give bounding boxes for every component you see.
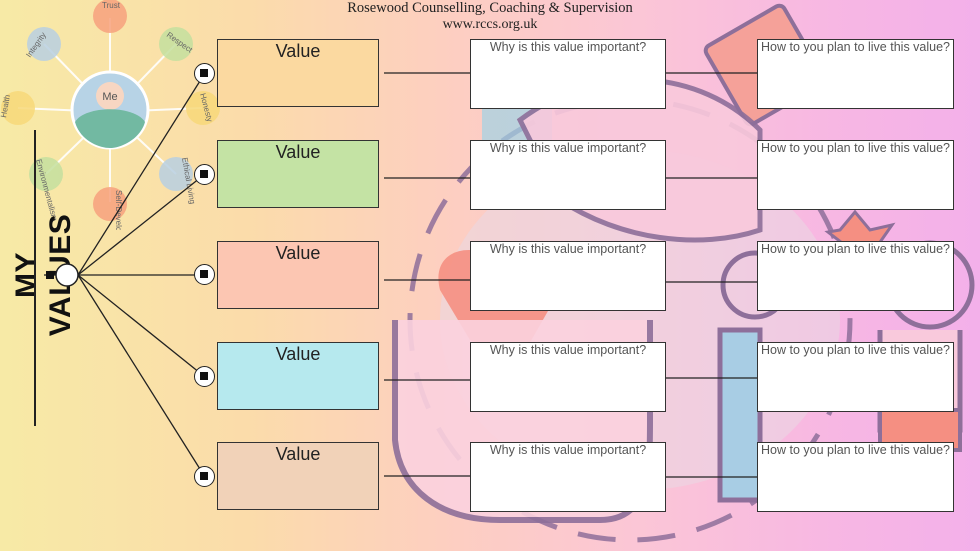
wheel-label-trust: Trust — [102, 1, 121, 10]
branch-node-2 — [194, 164, 215, 185]
value-box-5[interactable]: Value — [217, 442, 379, 510]
plan-to-live-box-3[interactable]: How to you plan to live this value? — [757, 241, 954, 311]
branch-node-3 — [194, 264, 215, 285]
value-label: Value — [275, 444, 321, 464]
me-body-icon — [75, 109, 145, 148]
branch-node-1 — [194, 63, 215, 84]
honesty-bubble-icon — [186, 91, 220, 125]
value-label: Value — [275, 41, 321, 61]
value-label: Value — [275, 344, 321, 364]
plan-to-live-box-1[interactable]: How to you plan to live this value? — [757, 39, 954, 109]
ethical-living-bubble-icon — [159, 157, 193, 191]
branch-node-4 — [194, 366, 215, 387]
wheel-label-health: Health — [0, 94, 12, 118]
plan-to-live-box-2[interactable]: How to you plan to live this value? — [757, 140, 954, 210]
environmentalism-bubble-icon — [29, 157, 63, 191]
organisation-url: www.rccs.org.uk — [442, 17, 538, 32]
organisation-name: Rosewood Counselling, Coaching & Supervi… — [347, 0, 633, 16]
title-underline — [34, 130, 36, 426]
integrity-bubble-icon — [27, 27, 61, 61]
values-wheel: Trust Respect Honesty Ethical Living Sel… — [0, 0, 220, 230]
plan-to-live-box-4[interactable]: How to you plan to live this value? — [757, 342, 954, 412]
branch-node-5 — [194, 466, 215, 487]
why-important-box-5[interactable]: Why is this value important? — [470, 442, 666, 512]
me-head-icon — [96, 82, 124, 110]
trust-bubble-icon — [93, 0, 127, 33]
why-important-box-3[interactable]: Why is this value important? — [470, 241, 666, 311]
why-important-box-1[interactable]: Why is this value important? — [470, 39, 666, 109]
value-box-4[interactable]: Value — [217, 342, 379, 410]
value-label: Value — [275, 243, 321, 263]
why-important-box-4[interactable]: Why is this value important? — [470, 342, 666, 412]
self-development-bubble-icon — [93, 187, 127, 221]
value-box-2[interactable]: Value — [217, 140, 379, 208]
why-important-box-2[interactable]: Why is this value important? — [470, 140, 666, 210]
health-bubble-icon — [1, 91, 35, 125]
value-label: Value — [275, 142, 321, 162]
plan-to-live-box-5[interactable]: How to you plan to live this value? — [757, 442, 954, 512]
wheel-center-label: Me — [102, 91, 117, 103]
value-box-1[interactable]: Value — [217, 39, 379, 107]
respect-bubble-icon — [159, 27, 193, 61]
value-box-3[interactable]: Value — [217, 241, 379, 309]
